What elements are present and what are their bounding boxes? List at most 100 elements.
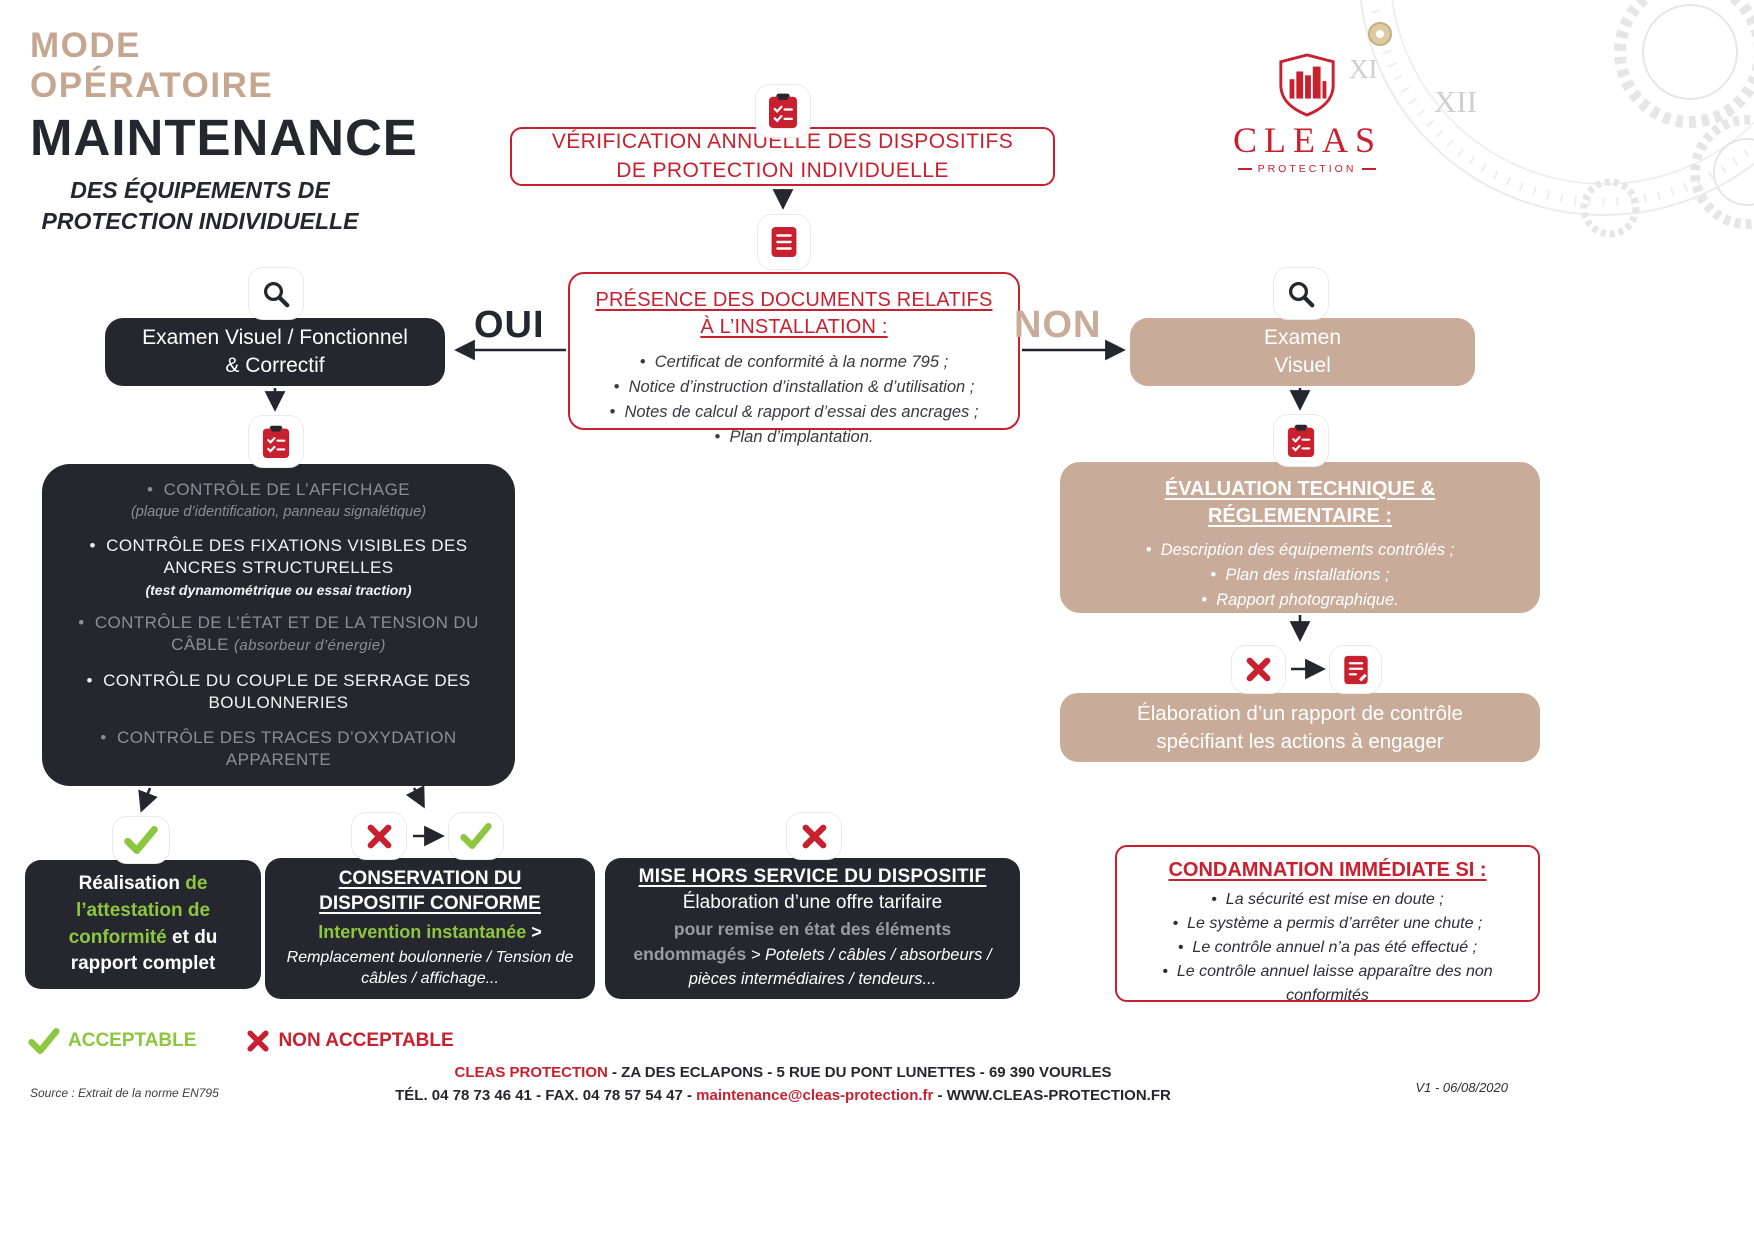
condamnation-item: La sécurité est mise en doute ; xyxy=(1131,888,1524,912)
rapport-line1: Élaboration d’un rapport de contrôle xyxy=(1137,701,1463,725)
evaluation-item: Rapport photographique. xyxy=(1060,588,1540,613)
logo-tagline: PROTECTION xyxy=(1233,163,1381,175)
condamnation-item: Le système a permis d’arrêter une chute … xyxy=(1131,912,1524,936)
footer-company: CLEAS PROTECTION xyxy=(454,1064,608,1081)
check-item: CONTRÔLE DE L’ÉTAT ET DE LA TENSION DU C… xyxy=(76,612,481,656)
start-line1: VÉRIFICATION ANNUELLE DES DISPOSITIFS xyxy=(551,130,1014,154)
legend: ACCEPTABLE NON ACCEPTABLE xyxy=(28,1028,454,1054)
evaluation-item: Plan des installations ; xyxy=(1060,563,1540,588)
conservation-title-line2: DISPOSITIF CONFORME xyxy=(319,892,541,914)
evaluation-title-line2: RÉGLEMENTAIRE : xyxy=(1207,505,1393,527)
cross-icon xyxy=(802,824,826,848)
cleas-logo: CLEAS PROTECTION xyxy=(1233,52,1381,175)
evaluation-item: Description des équipements contrôlés ; xyxy=(1060,538,1540,563)
check-item: CONTRÔLE DU COUPLE DE SERRAGE DES BOULON… xyxy=(76,670,481,714)
check-item-sub: (plaque d’identification, panneau signal… xyxy=(130,504,427,521)
branch-non-label: NON xyxy=(1014,304,1102,346)
title-block: MODE OPÉRATOIRE MAINTENANCE DES ÉQUIPEME… xyxy=(30,26,418,237)
footer-website: - WWW.CLEAS-PROTECTION.FR xyxy=(933,1086,1171,1104)
version-label: V1 - 06/08/2020 xyxy=(1415,1080,1508,1095)
footer-address: - ZA DES ECLAPONS - 5 RUE DU PONT LUNETT… xyxy=(607,1064,1112,1081)
start-line2: DE PROTECTION INDIVIDUELLE xyxy=(616,158,949,182)
magnifier-icon xyxy=(1288,281,1315,307)
exam-left-line1: Examen Visuel / Fonctionnel xyxy=(142,326,408,350)
tagline-rule-left xyxy=(1237,168,1252,170)
footer-address-line: CLEAS PROTECTION - ZA DES ECLAPONS - 5 R… xyxy=(327,1062,1239,1085)
footer-phone-fax: TÉL. 04 78 73 46 41 - FAX. 04 78 57 54 4… xyxy=(395,1086,697,1104)
exam-right-line1: Examen xyxy=(1263,326,1342,350)
exam-right-node: Examen Visuel xyxy=(1130,318,1475,386)
check-item-sub: (absorbeur d’énergie) xyxy=(234,637,386,655)
check-item-main: CONTRÔLE DE L’AFFICHAGE xyxy=(163,480,410,500)
check-item: CONTRÔLE DES TRACES D’OXYDATION APPARENT… xyxy=(76,727,481,771)
hors-service-node: MISE HORS SERVICE DU DISPOSITIF Élaborat… xyxy=(605,858,1020,999)
rapport-node: Élaboration d’un rapport de contrôle spé… xyxy=(1060,693,1540,762)
check-item-main: CONTRÔLE DES FIXATIONS VISIBLES DES ANCR… xyxy=(106,536,468,578)
check-icon xyxy=(460,823,492,849)
conservation-title-line1: CONSERVATION DU xyxy=(338,868,522,890)
attestation-node: Réalisation de l’attestation de conformi… xyxy=(25,860,261,989)
check-item-sub: (test dynamométrique ou essai traction) xyxy=(145,582,412,599)
conservation-node: CONSERVATION DU DISPOSITIF CONFORME Inte… xyxy=(265,858,595,999)
clock-numeral-xii: XII xyxy=(1434,84,1477,119)
cross-icon xyxy=(367,824,391,848)
controls-pill xyxy=(248,415,304,468)
exam-right-line2: Visuel xyxy=(1274,354,1331,377)
documents-list: Certificat de conformité à la norme 795 … xyxy=(570,350,1018,450)
logo-shield-icon xyxy=(1279,53,1335,117)
clipboard-icon xyxy=(1287,424,1315,457)
check-icon xyxy=(28,1028,60,1054)
evaluation-title-line1: ÉVALUATION TECHNIQUE & xyxy=(1164,478,1436,500)
acceptable-pill xyxy=(448,812,504,860)
conservation-highlight: Intervention instantanée xyxy=(318,921,527,942)
attestation-text: Réalisation de l’attestation de conformi… xyxy=(41,871,245,977)
footer-email-link[interactable]: maintenance@cleas-protection.fr xyxy=(696,1086,934,1104)
footer-contact-line: TÉL. 04 78 73 46 41 - FAX. 04 78 57 54 4… xyxy=(327,1085,1239,1108)
legend-non-acceptable-label: NON ACCEPTABLE xyxy=(278,1030,454,1051)
attestation-seg3: et du rapport complet xyxy=(70,926,218,975)
footer-contact: CLEAS PROTECTION - ZA DES ECLAPONS - 5 R… xyxy=(327,1062,1239,1107)
documents-node: PRÉSENCE DES DOCUMENTS RELATIFS À L’INST… xyxy=(568,272,1020,446)
doc-kicker: MODE OPÉRATOIRE xyxy=(30,26,274,105)
branch-oui-label: OUI xyxy=(474,304,545,346)
report-pill xyxy=(1329,645,1382,694)
acceptable-pill xyxy=(112,816,170,864)
clock-decoration: XI XII xyxy=(1349,0,1754,238)
visual-exam-left-pill xyxy=(248,267,304,320)
document-icon xyxy=(771,226,797,258)
doc-subtitle-line2: PROTECTION INDIVIDUELLE xyxy=(41,208,359,235)
condamnation-node: CONDAMNATION IMMÉDIATE SI : La sécurité … xyxy=(1115,845,1540,1004)
annual-check-pill xyxy=(755,84,811,138)
source-note: Source : Extrait de la norme EN795 xyxy=(30,1086,219,1100)
magnifier-icon xyxy=(263,281,290,307)
hors-service-detail: pour remise en état des éléments endomma… xyxy=(619,917,1006,991)
visual-exam-right-pill xyxy=(1273,267,1329,320)
hors-service-title: MISE HORS SERVICE DU DISPOSITIF xyxy=(638,865,987,887)
conservation-chevron: > xyxy=(526,921,542,942)
documents-title-line2: À L’INSTALLATION : xyxy=(700,316,888,338)
condamnation-item: Le contrôle annuel laisse apparaître des… xyxy=(1131,960,1524,1008)
hors-service-italic-text: > Potelets / câbles / absorbeurs / pièce… xyxy=(688,946,992,988)
condamnation-list: La sécurité est mise en doute ; Le systè… xyxy=(1117,888,1538,1008)
hors-service-line1: Élaboration d’une offre tarifaire xyxy=(682,891,943,913)
doc-subtitle-line1: DES ÉQUIPEMENTS DE xyxy=(70,177,330,203)
hors-service-gray-text: pour remise en état des éléments endomma… xyxy=(633,918,952,965)
doc-title: MAINTENANCE xyxy=(30,109,418,166)
documents-pill xyxy=(757,214,811,270)
check-icon xyxy=(124,826,158,854)
clipboard-icon xyxy=(769,93,797,129)
conservation-detail: Remplacement boulonnerie / Tension de câ… xyxy=(286,948,574,988)
condamnation-title: CONDAMNATION IMMÉDIATE SI : xyxy=(1168,859,1487,881)
tagline-rule-right xyxy=(1362,168,1377,170)
legend-acceptable-label: ACCEPTABLE xyxy=(68,1030,197,1051)
evaluation-list: Description des équipements contrôlés ; … xyxy=(1060,538,1540,613)
condamnation-item: Le contrôle annuel n’a pas été effectué … xyxy=(1131,936,1524,960)
exam-left-node: Examen Visuel / Fonctionnel & Correctif xyxy=(105,318,445,386)
logo-tagline-text: PROTECTION xyxy=(1257,163,1357,175)
exam-left-line2: & Correctif xyxy=(225,354,325,377)
rapport-line2: spécifiant les actions à engager xyxy=(1156,729,1444,753)
check-item-main: CONTRÔLE DU COUPLE DE SERRAGE DES BOULON… xyxy=(103,670,471,712)
cross-icon xyxy=(247,1030,269,1052)
evaluation-pill xyxy=(1273,414,1329,467)
